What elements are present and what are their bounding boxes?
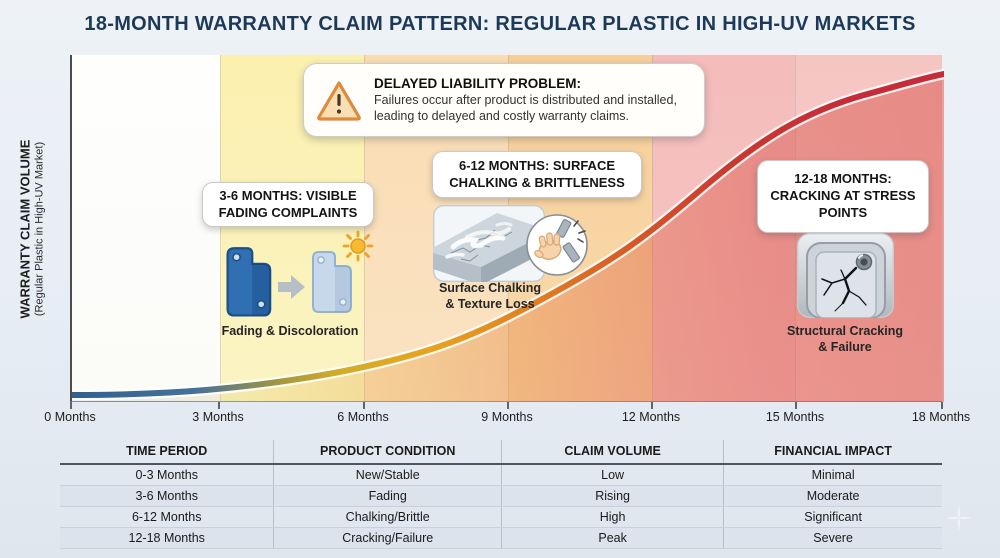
callout-fading: 3-6 MONTHS: VISIBLE FADING COMPLAINTS (202, 182, 374, 227)
table-cell: Peak (500, 528, 723, 548)
x-label-9-months: 9 Months (481, 410, 533, 424)
x-tick-18 (941, 402, 943, 409)
table-cell: 12-18 Months (128, 531, 205, 545)
cracking-caption-line1: Structural Cracking (786, 324, 903, 338)
curve-area-fill (72, 74, 944, 402)
y-axis-title: WARRANTY CLAIM VOLUME (17, 139, 32, 318)
sun-icon (342, 230, 374, 262)
arrow-right-icon (278, 275, 305, 299)
table-header-row: TIME PERIOD PRODUCT CONDITION CLAIM VOLU… (60, 440, 942, 465)
hand-icon (534, 232, 562, 260)
x-label-3-months: 3 Months (192, 410, 244, 424)
screw-hole (855, 253, 873, 271)
table-header-financial-impact: FINANCIAL IMPACT (723, 440, 942, 463)
chalking-caption: Surface Chalking & Texture Loss (424, 281, 556, 312)
fading-caption: Fading & Discoloration (221, 324, 359, 338)
cracking-caption: Structural Cracking & Failure (779, 324, 911, 355)
fading-illustration (226, 230, 374, 317)
summary-table: TIME PERIOD PRODUCT CONDITION CLAIM VOLU… (60, 440, 942, 549)
brittleness-snap-icon (526, 214, 588, 276)
callout-chalking: 6-12 MONTHS: SURFACE CHALKING & BRITTLEN… (432, 151, 642, 198)
chalking-illustration (433, 205, 545, 282)
callout-fading-title-line2: FADING COMPLAINTS (218, 204, 358, 220)
table-cell: Rising (500, 486, 723, 506)
table-header-time-period: TIME PERIOD (126, 444, 208, 458)
table-row: 0-3 Months New/Stable Low Minimal (60, 465, 942, 486)
cracking-illustration (797, 233, 894, 318)
table-cell: Severe (723, 528, 942, 548)
table-cell: 0-3 Months (135, 468, 198, 482)
x-label-0-months: 0 Months (44, 410, 96, 424)
table-cell: Low (500, 465, 723, 485)
callout-cracking: 12-18 MONTHS: CRACKING AT STRESS POINTS (757, 160, 929, 233)
x-label-12-months: 12 Months (621, 410, 681, 424)
table-header-claim-volume: CLAIM VOLUME (500, 440, 723, 463)
table-header-product-condition: PRODUCT CONDITION (273, 440, 501, 463)
table-row: 12-18 Months Cracking/Failure Peak Sever… (60, 528, 942, 549)
callout-chalking-title-line2: CHALKING & BRITTLENESS (449, 174, 625, 190)
x-tick-0 (70, 402, 72, 409)
callout-cracking-title-line2: CRACKING AT STRESS (770, 188, 916, 204)
page-title: 18-MONTH WARRANTY CLAIM PATTERN: REGULAR… (84, 13, 916, 35)
warning-callout: DELAYED LIABILITY PROBLEM: Failures occu… (303, 63, 705, 137)
sparkle-icon (946, 505, 972, 531)
table-cell: High (500, 507, 723, 527)
x-tick-15 (795, 402, 797, 409)
callout-cracking-title-line3: POINTS (818, 204, 868, 220)
cracking-caption-line2: & Failure (818, 339, 872, 354)
claim-volume-curve (72, 68, 944, 402)
callout-cracking-title-line1: 12-18 MONTHS: (794, 171, 892, 187)
x-label-15-months: 15 Months (765, 410, 825, 424)
zone-0-3-months (72, 55, 220, 401)
fading-after-part (312, 251, 352, 313)
table-row: 6-12 Months Chalking/Brittle High Signif… (60, 507, 942, 528)
x-tick-12 (651, 402, 653, 409)
table-row: 3-6 Months Fading Rising Moderate (60, 486, 942, 507)
crack-lines (821, 266, 867, 312)
callout-fading-title-line1: 3-6 MONTHS: VISIBLE (219, 187, 357, 203)
x-label-18-months: 18 Months (911, 410, 971, 424)
fading-before-part (226, 247, 272, 317)
x-tick-3 (218, 402, 220, 409)
chalking-caption-line1: Surface Chalking (438, 281, 542, 295)
warning-body-line2: leading to delayed and costly warranty c… (374, 108, 629, 123)
table-cell: Chalking/Brittle (273, 507, 501, 527)
table-cell: New/Stable (273, 465, 501, 485)
warning-triangle-icon (317, 80, 361, 121)
table-cell: Moderate (723, 486, 942, 506)
chalking-caption-line2: & Texture Loss (445, 296, 535, 311)
callout-chalking-title-line1: 6-12 MONTHS: SURFACE (458, 157, 616, 173)
table-cell: 3-6 Months (135, 489, 198, 503)
x-tick-9 (507, 402, 509, 409)
x-label-6-months: 6 Months (337, 410, 389, 424)
table-cell: Significant (723, 507, 942, 527)
table-cell: Minimal (723, 465, 942, 485)
y-axis-label: WARRANTY CLAIM VOLUME (Regular Plastic i… (4, 55, 60, 402)
table-cell: Cracking/Failure (273, 528, 501, 548)
warning-title: DELAYED LIABILITY PROBLEM: (374, 75, 582, 91)
curve-line (72, 71, 944, 398)
table-cell: Fading (273, 486, 501, 506)
warning-body-line1: Failures occur after product is distribu… (374, 92, 677, 107)
table-cell: 6-12 Months (131, 510, 202, 524)
y-axis-subtitle: (Regular Plastic in High-UV Market) (33, 141, 46, 316)
x-tick-6 (363, 402, 365, 409)
